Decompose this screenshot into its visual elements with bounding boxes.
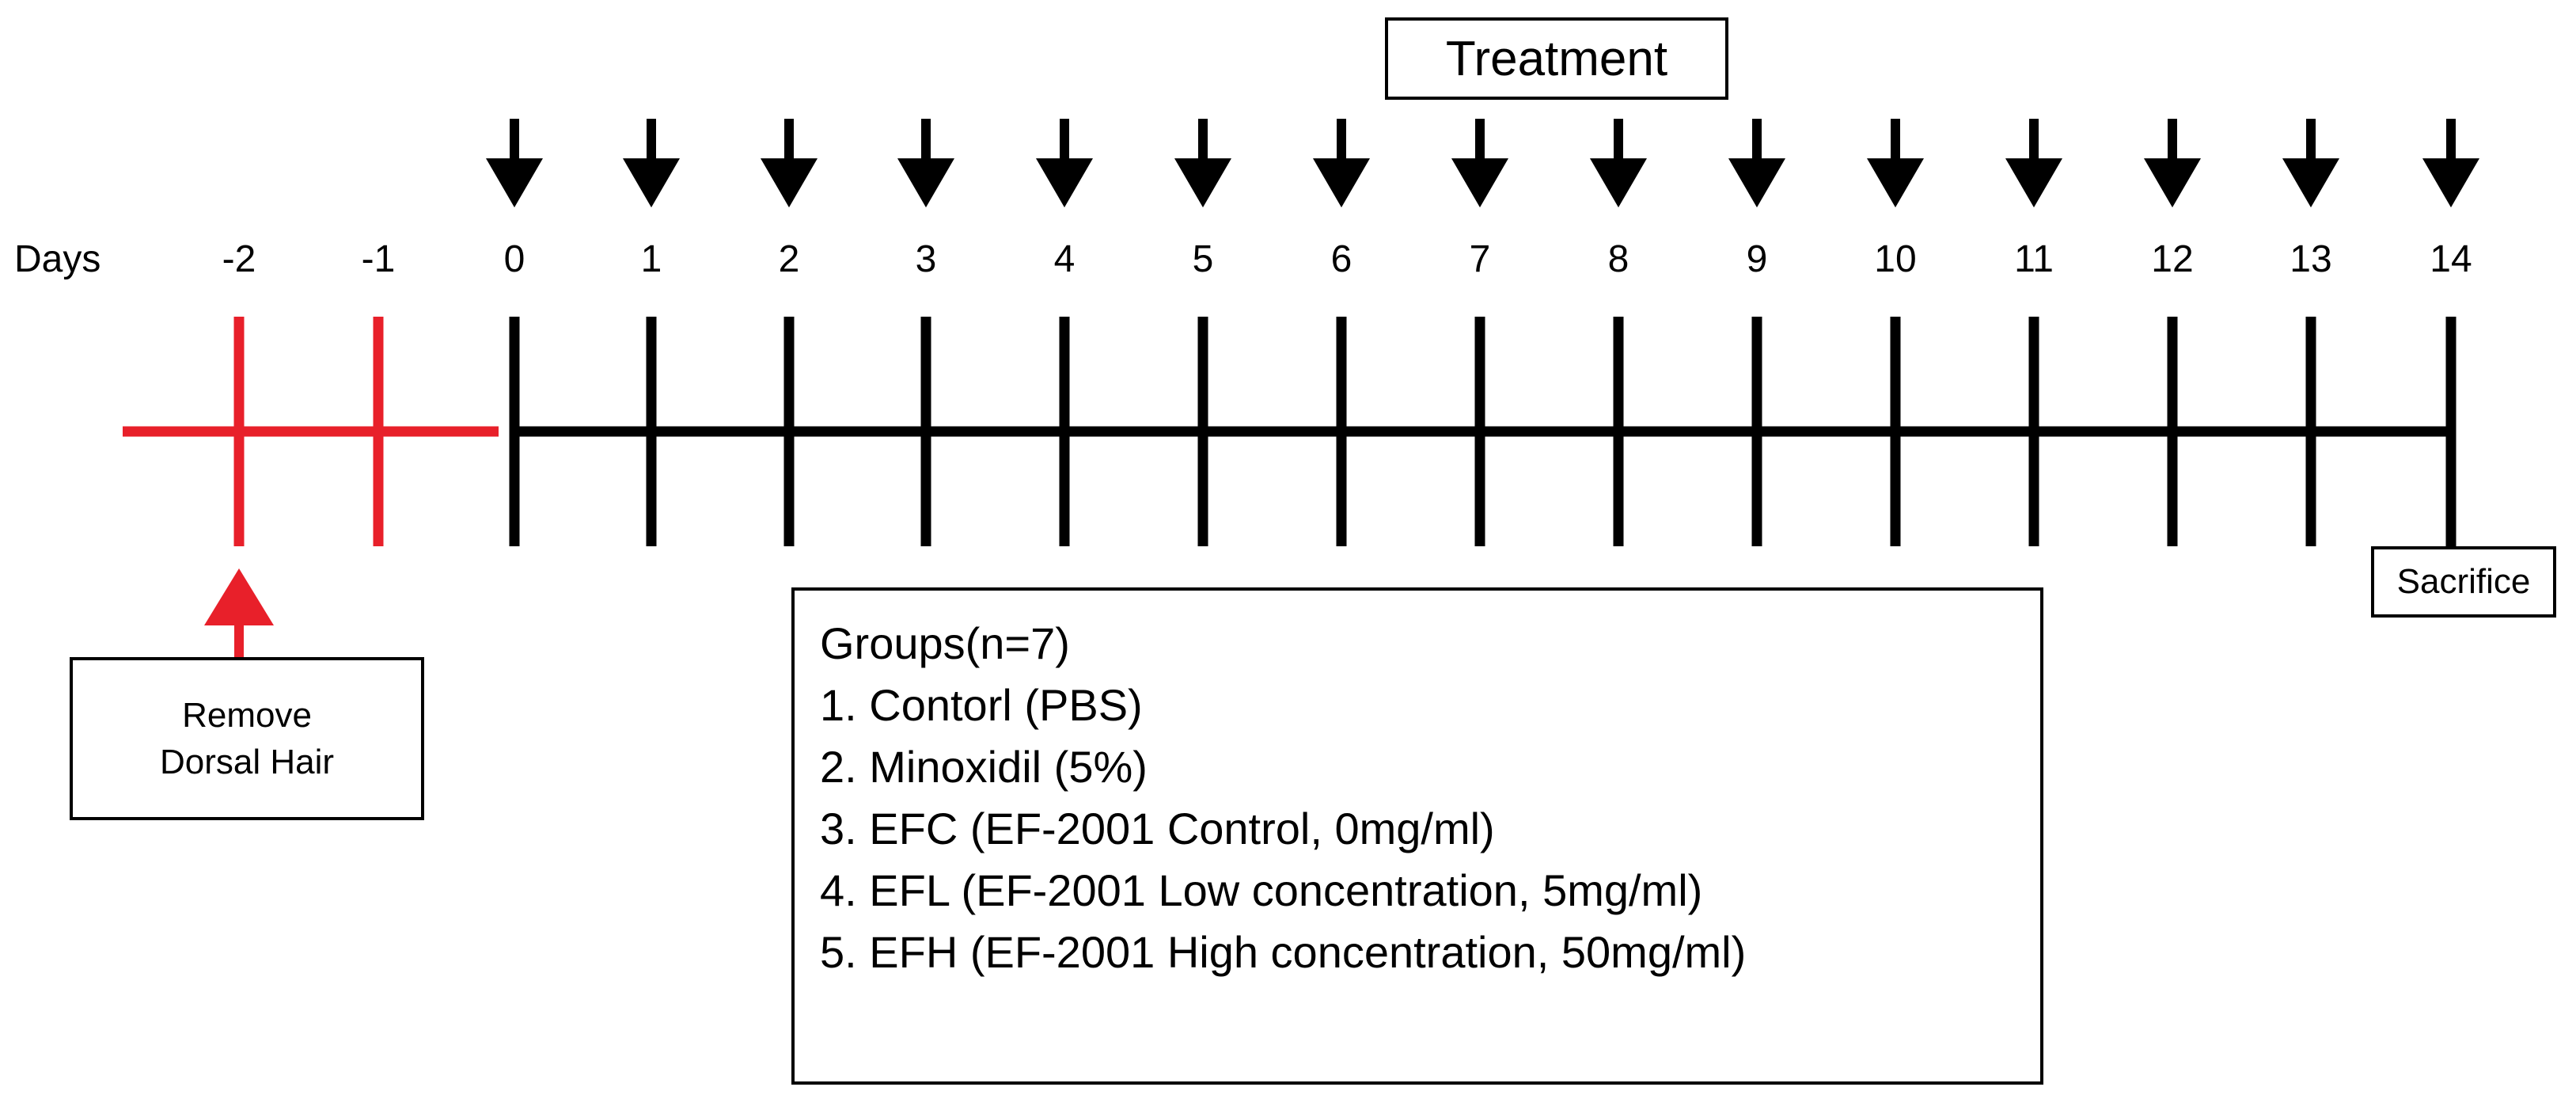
day-label: 5 xyxy=(1192,238,1214,280)
day-label: 2 xyxy=(778,238,800,280)
day-label: 14 xyxy=(2430,238,2472,280)
treatment-arrow-head xyxy=(2282,158,2339,207)
groups-box: Groups(n=7) 1. Contorl (PBS) 2. Minoxidi… xyxy=(791,587,2043,1085)
remove-hair-line1: Remove xyxy=(182,695,312,735)
day-label: 11 xyxy=(2014,238,2054,280)
treatment-arrow-head xyxy=(1590,158,1647,207)
treatment-arrow-head xyxy=(761,158,818,207)
treatment-arrow-head xyxy=(1728,158,1785,207)
treatment-label: Treatment xyxy=(1445,31,1668,86)
day-label: 9 xyxy=(1746,238,1768,280)
treatment-arrow-head xyxy=(623,158,680,207)
group-item: 1. Contorl (PBS) xyxy=(820,680,1143,730)
day-label: 13 xyxy=(2290,238,2332,280)
treatment-arrow-head xyxy=(897,158,954,207)
treatment-arrow-head xyxy=(1867,158,1924,207)
day-label: 12 xyxy=(2151,238,2194,280)
day-label: 10 xyxy=(1874,238,1917,280)
day-label: 6 xyxy=(1330,238,1352,280)
remove-hair-arrow-head xyxy=(204,568,274,625)
group-item: 2. Minoxidil (5%) xyxy=(820,742,1148,792)
group-item: 5. EFH (EF-2001 High concentration, 50mg… xyxy=(820,927,1747,977)
treatment-arrow-head xyxy=(2422,158,2479,207)
groups-title: Groups(n=7) xyxy=(820,618,1070,668)
day-label: 4 xyxy=(1053,238,1076,280)
treatment-arrow-head xyxy=(2144,158,2201,207)
treatment-arrow-head xyxy=(1313,158,1370,207)
day-label: -1 xyxy=(361,238,396,280)
day-label: 0 xyxy=(503,238,525,280)
group-item: 4. EFL (EF-2001 Low concentration, 5mg/m… xyxy=(820,865,1703,915)
treatment-arrow-head xyxy=(486,158,543,207)
treatment-arrow-head xyxy=(1036,158,1093,207)
day-label: 7 xyxy=(1469,238,1491,280)
remove-dorsal-hair-box: Remove Dorsal Hair xyxy=(70,657,424,820)
sacrifice-label: Sacrifice xyxy=(2396,562,2531,601)
treatment-arrow-head xyxy=(1451,158,1508,207)
pre-treatment-segment xyxy=(123,317,499,657)
treatment-arrow-head xyxy=(1174,158,1231,207)
treatment-arrows xyxy=(486,119,2479,207)
treatment-arrow-head xyxy=(2005,158,2062,207)
sacrifice-label-box: Sacrifice xyxy=(2371,546,2556,618)
remove-hair-line2: Dorsal Hair xyxy=(159,743,335,781)
day-label: 8 xyxy=(1607,238,1629,280)
day-label: 3 xyxy=(915,238,937,280)
day-label: 1 xyxy=(640,238,662,280)
treatment-segment xyxy=(509,317,2456,546)
days-axis-label: Days xyxy=(14,238,101,280)
day-label: -2 xyxy=(222,238,256,280)
group-item: 3. EFC (EF-2001 Control, 0mg/ml) xyxy=(820,804,1495,853)
treatment-label-box: Treatment xyxy=(1385,17,1728,100)
